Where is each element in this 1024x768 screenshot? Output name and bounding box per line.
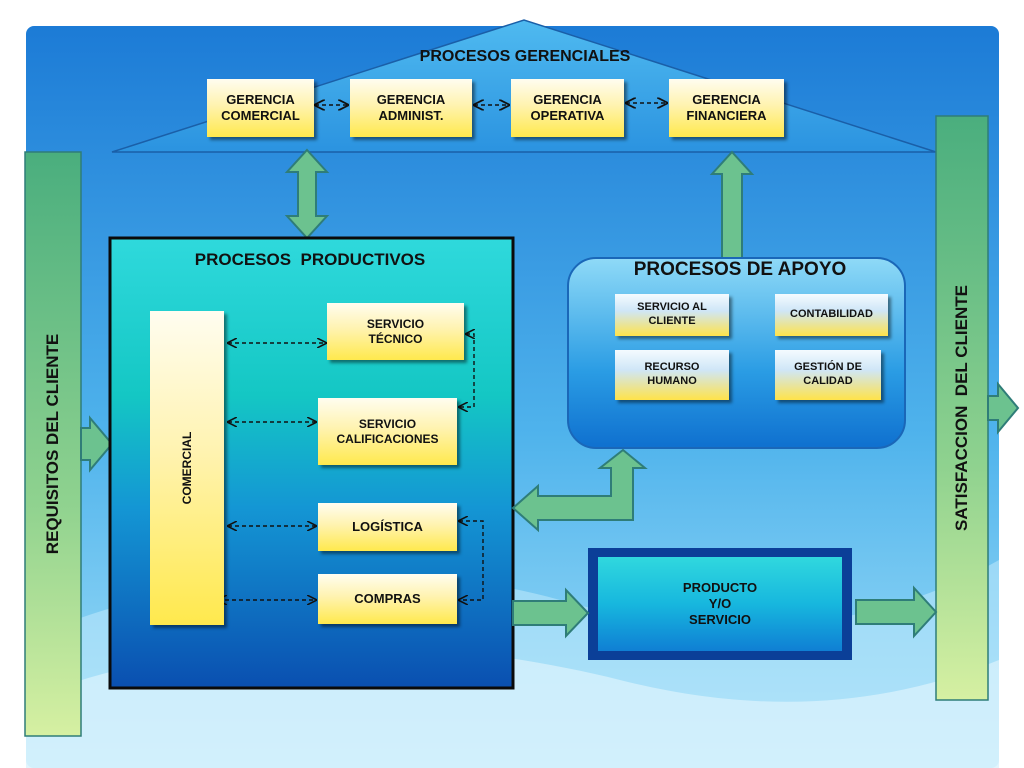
product-line-3: SERVICIO: [689, 612, 751, 628]
servicio-tecnico-box[interactable]: SERVICIO TÉCNICO: [327, 303, 464, 360]
box-line-1: CONTABILIDAD: [790, 308, 873, 321]
servicio-al-cliente-box[interactable]: SERVICIO AL CLIENTE: [615, 294, 729, 336]
gerencia-operativa-box[interactable]: GERENCIA OPERATIVA: [511, 79, 624, 137]
box-line-1: SERVICIO: [366, 316, 425, 331]
left-bar: [24, 151, 82, 737]
product-line-1: PRODUCTO: [682, 579, 758, 595]
recurso-humano-box[interactable]: RECURSO HUMANO: [615, 350, 729, 400]
box-line-2: ADMINIST.: [378, 108, 444, 123]
right-arrow-icon: [80, 415, 114, 473]
box-line-2: TÉCNICO: [368, 331, 423, 346]
gerencia-comercial-box[interactable]: GERENCIA COMERCIAL: [207, 79, 314, 137]
servicio-calificaciones-box[interactable]: SERVICIO CALIFICACIONES: [318, 398, 457, 465]
compras-box[interactable]: COMPRAS: [318, 574, 457, 624]
product-box-label[interactable]: PRODUCTO Y/O SERVICIO: [598, 557, 842, 651]
box-line-2: CLIENTE: [648, 315, 696, 327]
contabilidad-box[interactable]: CONTABILIDAD: [775, 294, 888, 336]
right-bar-label: SATISFACCION DEL CLIENTE: [952, 285, 971, 531]
support-title: PROCESOS DE APOYO: [633, 259, 847, 280]
dashed-connector-icon: [459, 334, 474, 407]
right-arrow-icon: [512, 587, 590, 639]
dashed-connector-icon: [459, 521, 484, 600]
left-bar-label: REQUISITOS DEL CLIENTE: [43, 333, 62, 555]
right-arrow-icon: [855, 585, 938, 639]
logistica-box[interactable]: LOGÍSTICA: [318, 503, 457, 551]
box-line-1: GERENCIA: [692, 91, 761, 107]
l-arrow-icon: [511, 448, 648, 533]
box-line-2: CALIFICACIONES: [336, 431, 439, 446]
box-line-1: GESTIÓN DE: [794, 361, 862, 374]
box-line-1: GERENCIA: [226, 91, 295, 107]
box-line-1: SERVICIO: [358, 416, 417, 431]
box-line-1: GERENCIA: [376, 91, 446, 107]
box-line-1: COMPRAS: [354, 590, 421, 606]
box-line-2: FINANCIERA: [686, 108, 767, 123]
box-line-1: RECURSO: [644, 361, 700, 374]
product-box: [598, 557, 842, 651]
box-line-1: SERVICIO AL: [637, 301, 707, 314]
gerencia-financiera-box[interactable]: GERENCIA FINANCIERA: [669, 79, 784, 137]
box-line-2: HUMANO: [647, 375, 697, 387]
box-line-2: CALIDAD: [803, 375, 853, 387]
product-line-2: Y/O: [708, 595, 732, 611]
gestion-calidad-box[interactable]: GESTIÓN DE CALIDAD: [775, 350, 881, 400]
box-line-2: COMERCIAL: [221, 108, 300, 123]
box-line-1: GERENCIA: [533, 91, 602, 107]
gerencia-administ-box[interactable]: GERENCIA ADMINIST.: [350, 79, 472, 137]
right-arrow-icon: [987, 381, 1020, 435]
top-section-title: PROCESOS GERENCIALES: [419, 48, 631, 65]
comercial-label: COMERCIAL: [180, 431, 194, 505]
box-line-2: OPERATIVA: [530, 108, 605, 123]
comercial-box[interactable]: COMERCIAL: [150, 311, 224, 625]
productive-title: PROCESOS PRODUCTIVOS: [194, 250, 426, 269]
box-line-1: LOGÍSTICA: [352, 518, 423, 534]
right-bar: [935, 115, 989, 701]
